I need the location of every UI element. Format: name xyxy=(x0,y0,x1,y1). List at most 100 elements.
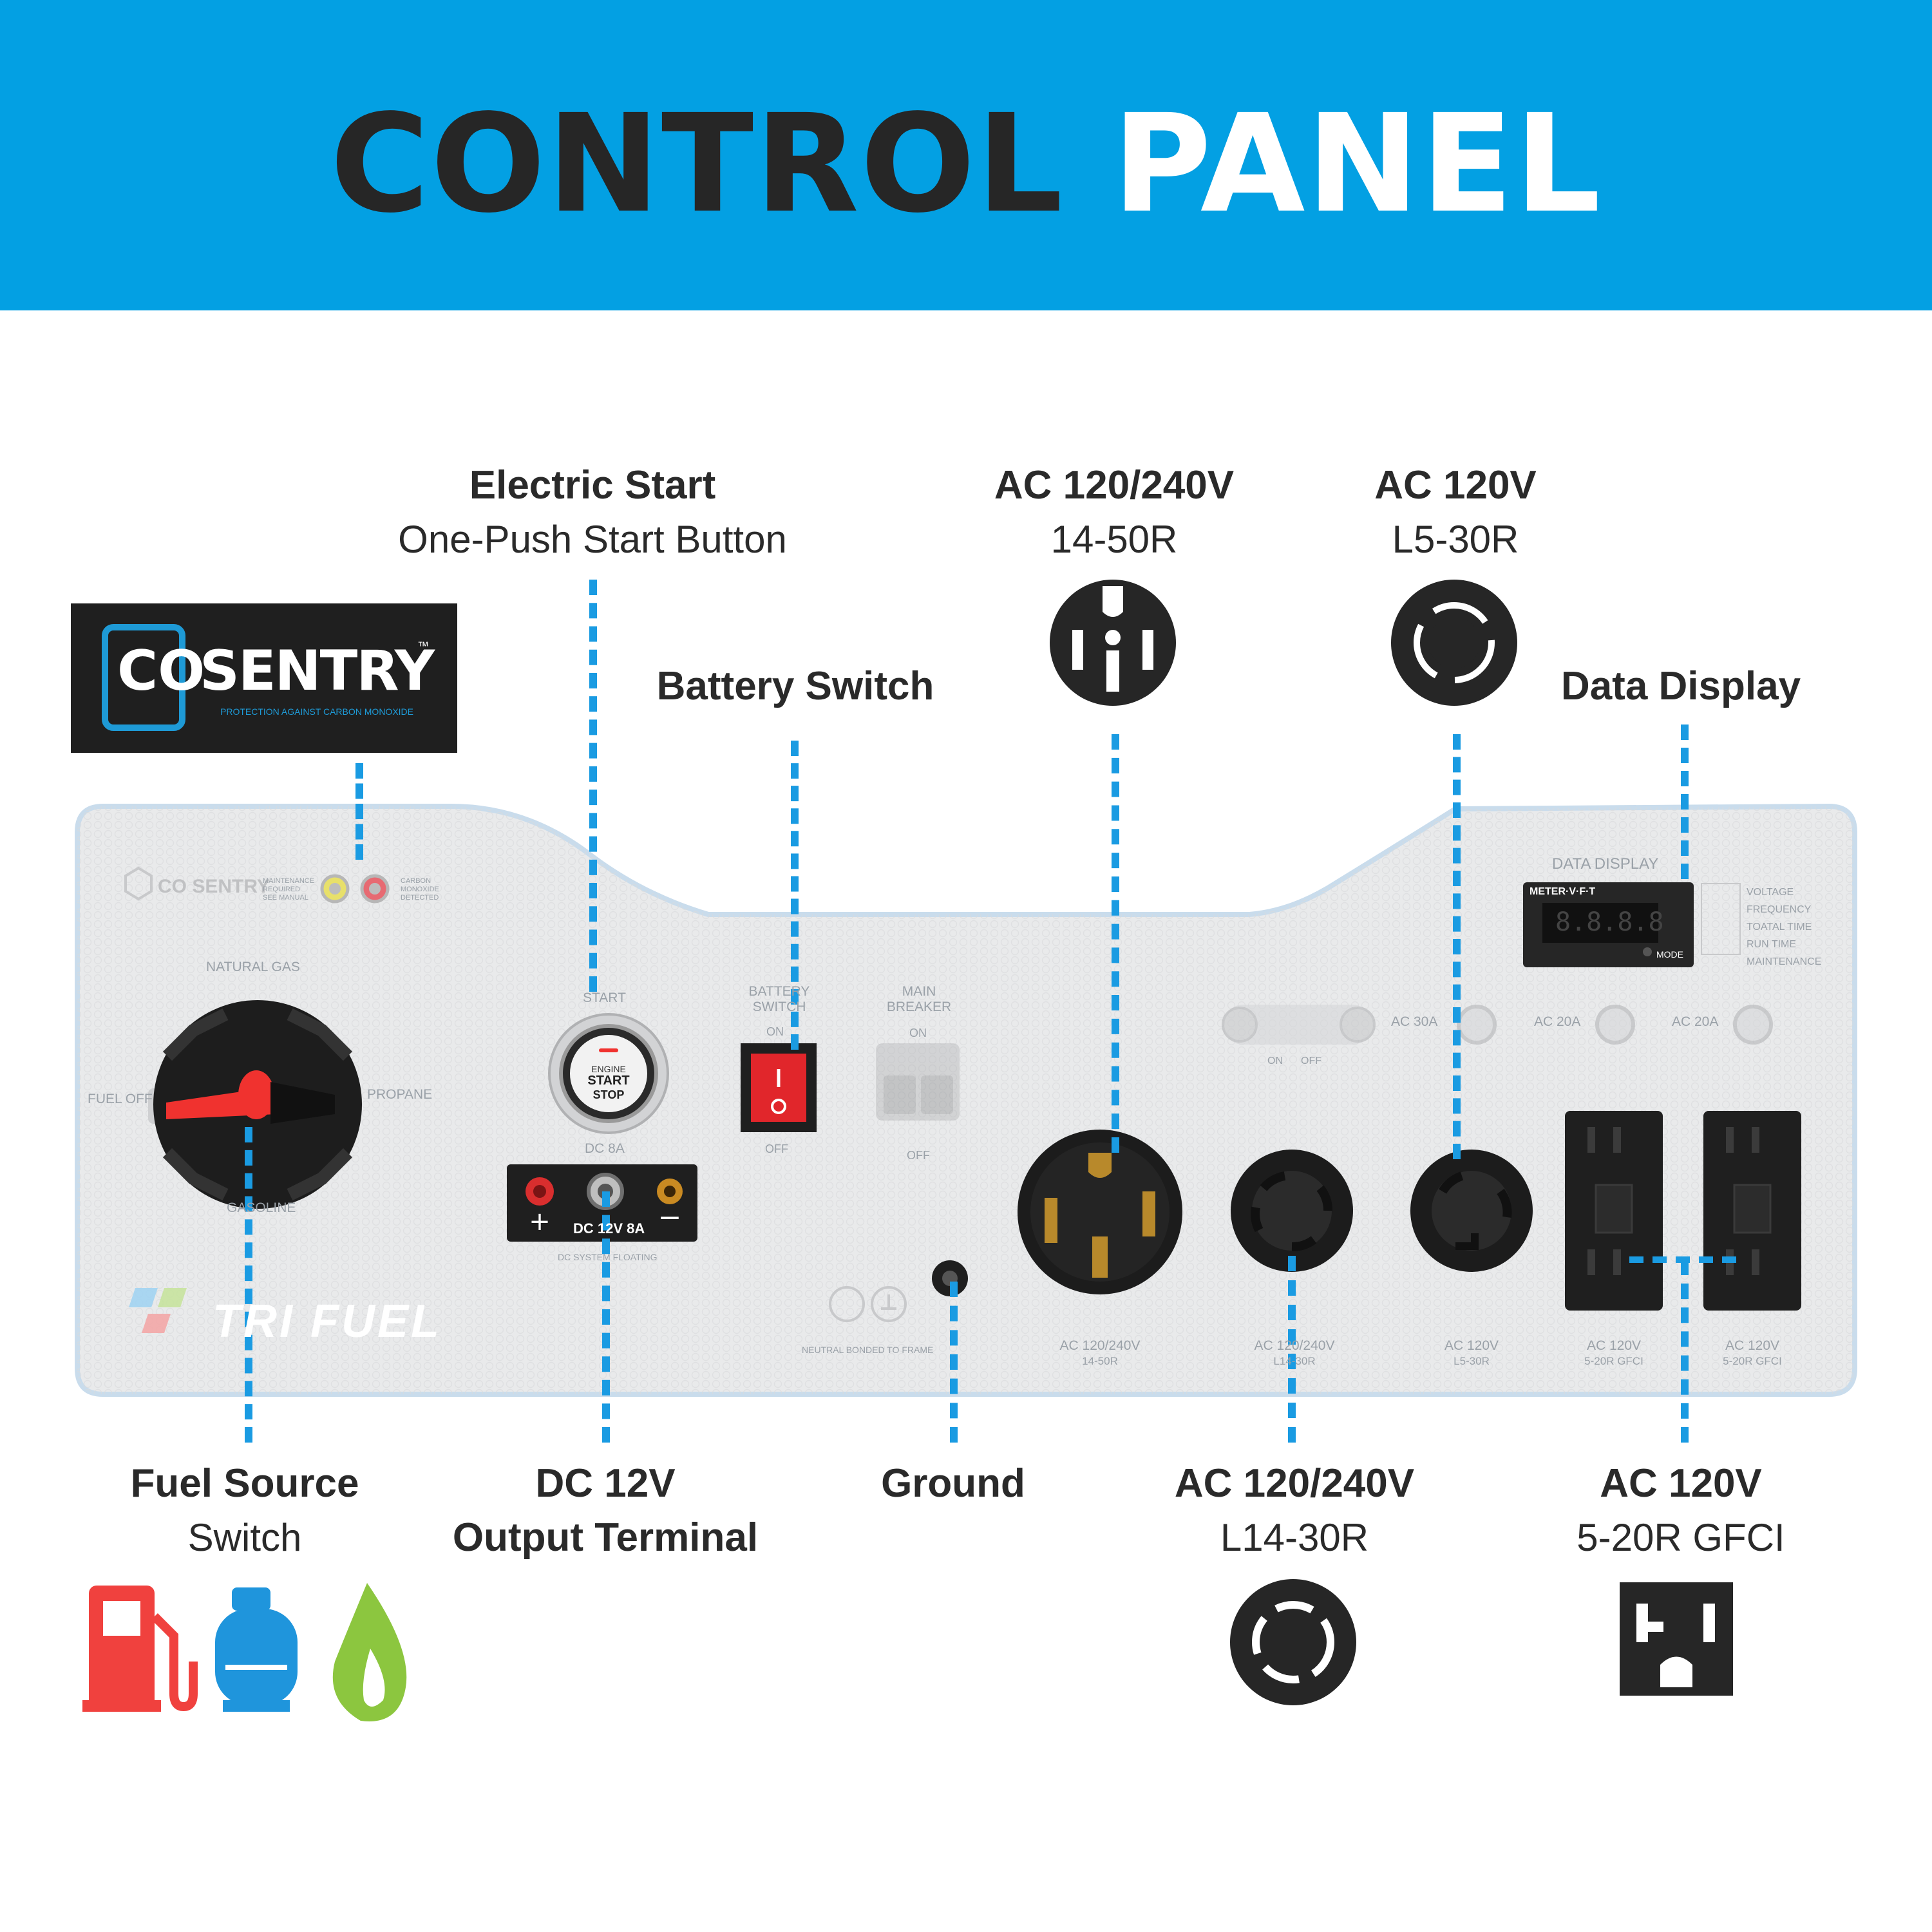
callout-ac-l5-30-subtitle: L5-30R xyxy=(1392,518,1519,561)
data-display-title: DATA DISPLAY xyxy=(1552,855,1659,873)
battery-switch-off: OFF xyxy=(765,1142,788,1155)
callout-electric-start-subtitle: One-Push Start Button xyxy=(398,518,787,561)
callout-ac-l5-30-title: AC 120V xyxy=(1374,463,1537,507)
leader-data-display xyxy=(1681,724,1689,879)
leader-ac-l14-30 xyxy=(1288,1256,1296,1443)
outlet-label-l14-30-line1: AC 120/240V xyxy=(1254,1338,1335,1353)
outlet-14-50r xyxy=(1018,1130,1182,1294)
callout-ground-title: Ground xyxy=(881,1461,1025,1506)
outlet-label-gfci-1-line2: 5-20R GFCI xyxy=(1584,1355,1643,1367)
outlet-label-gfci-2: AC 120V 5-20R GFCI xyxy=(1701,1338,1804,1369)
engine-start-button xyxy=(548,1013,669,1134)
co-sentry-word: SENTRY xyxy=(200,639,435,703)
natural-gas-flame-icon xyxy=(332,1583,407,1721)
outlet-label-l5-30-line1: AC 120V xyxy=(1444,1338,1499,1353)
callout-dc-output: DC 12V Output Terminal xyxy=(419,1457,792,1565)
panel-co-sentry-small: CO SENTRY xyxy=(158,876,270,897)
callout-electric-start: Electric Start One-Push Start Button xyxy=(374,459,811,567)
leader-dc-output xyxy=(602,1191,610,1443)
meter-brand: METER·V·F·T xyxy=(1530,886,1596,897)
leader-electric-start xyxy=(589,580,597,992)
battery-rocker-switch xyxy=(741,1043,817,1132)
nema-14-50-icon xyxy=(1050,580,1176,706)
gas-pump-icon xyxy=(82,1586,198,1712)
main-breaker-off: OFF xyxy=(907,1149,930,1162)
co-sentry-co: CO xyxy=(117,639,205,703)
outlet-label-14-50: AC 120/240V 14-50R xyxy=(1048,1338,1151,1369)
nema-l5-30-icon xyxy=(1391,580,1517,706)
fuel-label-natural-gas: NATURAL GAS xyxy=(206,960,300,974)
outlet-label-l5-30: AC 120V L5-30R xyxy=(1420,1338,1523,1369)
dc-8a-label: DC 8A xyxy=(585,1141,625,1156)
outlet-label-l14-30-line2: L14-30R xyxy=(1273,1355,1316,1367)
nema-5-20-icon xyxy=(1620,1582,1733,1696)
co-sentry-small-badge xyxy=(124,866,390,904)
breaker-ac30-label: AC 30A xyxy=(1391,1014,1438,1029)
breaker-ac20b-label: AC 20A xyxy=(1672,1014,1719,1029)
breaker-main-on: ON xyxy=(1267,1056,1283,1066)
title-panel: PANEL xyxy=(1112,85,1602,243)
leader-ground xyxy=(950,1282,958,1443)
nema-l14-30-icon xyxy=(1230,1579,1356,1705)
callout-dc-output-title2: Output Terminal xyxy=(452,1515,759,1560)
callout-ac-14-50: AC 120/240V 14-50R xyxy=(953,459,1275,567)
callout-ground: Ground xyxy=(837,1457,1069,1511)
main-breaker-on: ON xyxy=(909,1027,927,1039)
callout-ac-gfci-title: AC 120V xyxy=(1600,1461,1762,1506)
header-banner: CONTROL PANEL xyxy=(0,0,1932,310)
outlet-label-l14-30: AC 120/240V L14-30R xyxy=(1243,1338,1346,1369)
data-display-meter xyxy=(1523,882,1741,967)
dc-terminal-label: DC 12V 8A xyxy=(573,1220,645,1236)
breaker-main-off: OFF xyxy=(1301,1056,1321,1066)
callout-fuel-source: Fuel Source Switch xyxy=(103,1457,386,1565)
readout-total-time: TOATAL TIME xyxy=(1747,922,1812,933)
page-title: CONTROL PANEL xyxy=(0,97,1932,232)
fuel-label-gasoline: GASOLINE xyxy=(227,1200,296,1215)
outlet-l5-30r xyxy=(1410,1150,1533,1272)
callout-ac-gfci-subtitle: 5-20R GFCI xyxy=(1577,1516,1785,1559)
leader-battery-switch xyxy=(791,741,799,1050)
leader-ac-14-50 xyxy=(1112,734,1119,1153)
co-sentry-tm: ™ xyxy=(417,639,429,652)
readout-voltage: VOLTAGE xyxy=(1747,887,1794,898)
co-sentry-hexagon-icon xyxy=(102,624,185,731)
start-button-line1: ENGINE xyxy=(591,1064,626,1074)
outlet-5-20r-gfci-2 xyxy=(1703,1111,1801,1311)
start-button-line3: STOP xyxy=(592,1088,625,1101)
fuel-label-off: FUEL OFF xyxy=(88,1092,153,1106)
callout-ac-gfci: AC 120V 5-20R GFCI xyxy=(1520,1457,1842,1565)
title-control: CONTROL xyxy=(330,85,1065,243)
dc-floating-label: DC SYSTEM FLOATING xyxy=(558,1252,658,1262)
main-breaker-label: MAIN BREAKER xyxy=(886,984,952,1014)
outlet-label-14-50-line2: 14-50R xyxy=(1082,1355,1118,1367)
meter-reading: 8.8.8.8 xyxy=(1555,907,1664,937)
callout-data-display: Data Display xyxy=(1533,659,1829,714)
callout-fuel-source-subtitle: Switch xyxy=(187,1516,302,1559)
start-label: START xyxy=(583,990,626,1005)
main-breaker xyxy=(876,1043,960,1121)
callout-electric-start-title: Electric Start xyxy=(469,463,716,507)
callout-ac-14-50-title: AC 120/240V xyxy=(994,463,1235,507)
panel-co-detected-label: CARBON MONOXIDE DETECTED xyxy=(401,877,439,902)
callout-ac-l14-30-title: AC 120/240V xyxy=(1174,1461,1415,1506)
svg-text:+: + xyxy=(529,1207,551,1236)
breaker-ac20a-label: AC 20A xyxy=(1534,1014,1581,1029)
panel-maintenance-label: MAINTENANCE REQUIRED SEE MANUAL xyxy=(263,877,315,902)
callout-ac-14-50-subtitle: 14-50R xyxy=(1050,518,1178,561)
battery-switch-on: ON xyxy=(766,1025,784,1038)
callout-battery-switch: Battery Switch xyxy=(644,659,947,714)
fuel-label-propane: PROPANE xyxy=(367,1087,433,1102)
outlet-5-20r-gfci-1 xyxy=(1565,1111,1663,1311)
readout-maintenance: MAINTENANCE xyxy=(1747,956,1822,967)
fuel-selector-knob xyxy=(148,1000,362,1209)
callout-ac-l5-30: AC 120V L5-30R xyxy=(1327,459,1584,567)
callout-fuel-source-title: Fuel Source xyxy=(130,1461,359,1506)
meter-mode-label: MODE xyxy=(1656,949,1683,960)
breaker-buttons xyxy=(1222,1005,1773,1045)
outlet-label-14-50-line1: AC 120/240V xyxy=(1059,1338,1141,1353)
outlet-label-l5-30-line2: L5-30R xyxy=(1454,1355,1490,1367)
leader-co-sentry xyxy=(355,763,363,860)
svg-text:−: − xyxy=(658,1201,682,1234)
start-button-line2: START xyxy=(587,1074,630,1088)
